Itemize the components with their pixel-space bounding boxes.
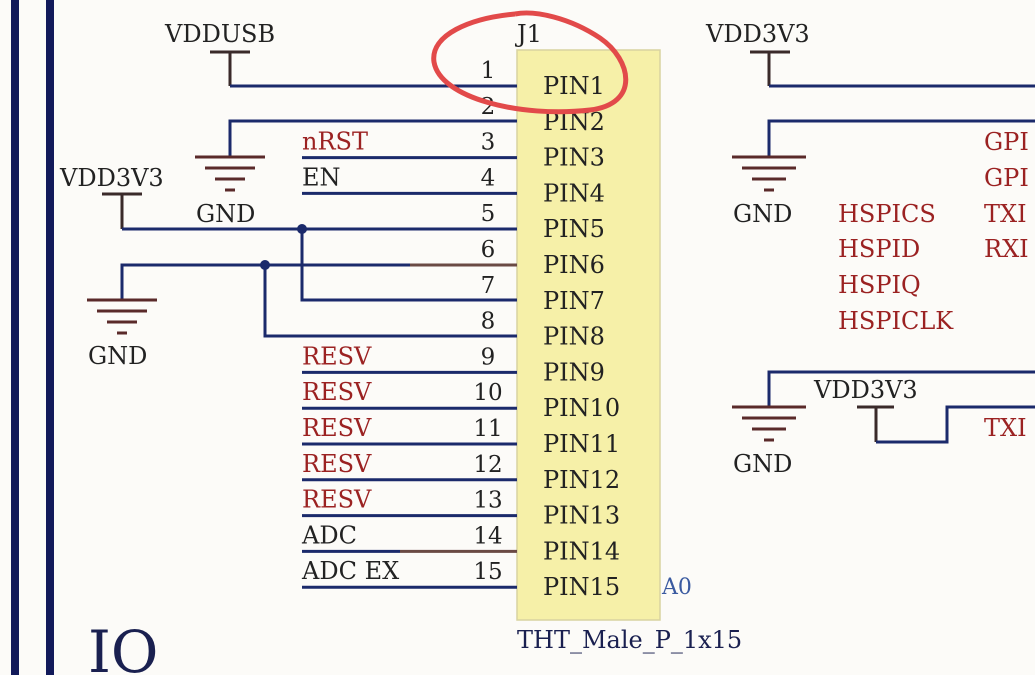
vdd3v3-right-top-power-symbol[interactable]: VDD3V3: [705, 20, 810, 86]
net-label-resv: RESV: [302, 414, 372, 442]
pin-name: PIN13: [543, 502, 620, 530]
pin-number: 15: [473, 559, 502, 585]
pin-name: PIN8: [543, 323, 605, 351]
net-label-resv: RESV: [302, 342, 372, 370]
net-label-gpio-a: GPI: [984, 128, 1029, 156]
pin-number: 10: [473, 380, 502, 406]
pin-name: PIN1: [543, 72, 605, 100]
wire-gnd-pin2[interactable]: [228, 119, 517, 156]
pin-number: 2: [481, 94, 496, 120]
sheet-title: IO: [88, 618, 158, 675]
net-label-resv: RESV: [302, 486, 372, 514]
pin-number: 9: [481, 344, 496, 370]
connector-designator: J1: [514, 20, 542, 48]
pin-name: PIN7: [543, 287, 605, 315]
net-label-resv: RESV: [302, 450, 372, 478]
wire-vdd3v3-right-bottom[interactable]: [876, 405, 1035, 444]
net-label-adc-ex: ADC EX: [301, 557, 399, 585]
wire-gnd-right[interactable]: [767, 119, 1035, 156]
vdd3v3-label: VDD3V3: [705, 20, 810, 48]
net-label-adc: ADC: [301, 521, 357, 549]
vdd3v3-left-power-symbol[interactable]: VDD3V3: [59, 164, 164, 229]
pin-name: PIN10: [543, 394, 620, 422]
junction-dot: [260, 260, 270, 270]
net-label-hspiclk: HSPICLK: [838, 307, 954, 335]
pin-number: 11: [473, 416, 502, 442]
pin-number: 4: [481, 165, 496, 191]
gnd-label: GND: [733, 200, 792, 228]
pin-name: PIN3: [543, 144, 605, 172]
pin-name: PIN15: [543, 573, 620, 601]
wire-gnd-pin8[interactable]: [263, 265, 517, 338]
pin-number: 1: [481, 58, 496, 84]
pin-number: 5: [481, 201, 496, 227]
pin-name: PIN9: [543, 358, 605, 386]
wire-gnd-right-bottom[interactable]: [767, 370, 1035, 407]
net-label-gpio-b: GPI: [984, 164, 1029, 192]
gnd-label: GND: [88, 342, 147, 370]
gnd-label: GND: [196, 200, 255, 228]
net-label-resv: RESV: [302, 378, 372, 406]
pin-name: PIN6: [543, 251, 605, 279]
pin-name: PIN4: [543, 179, 605, 207]
wire-vdd3v3-pin7[interactable]: [300, 229, 517, 302]
gnd-label: GND: [733, 450, 792, 478]
net-label-hspid: HSPID: [838, 235, 920, 263]
gnd-symbol-top[interactable]: GND: [195, 155, 265, 228]
gnd-symbol-right-top[interactable]: GND: [732, 155, 806, 228]
pin-number: 7: [481, 273, 496, 299]
net-label-txd: TXI: [984, 200, 1027, 228]
pin-number: 3: [481, 130, 496, 156]
net-label-rxd: RXI: [984, 235, 1029, 263]
pin-name: PIN11: [543, 430, 620, 458]
net-label-hspics: HSPICS: [838, 200, 936, 228]
pin-number: 12: [473, 452, 502, 478]
junction-dot: [297, 224, 307, 234]
pin-name: PIN12: [543, 466, 620, 494]
connector-footprint: THT_Male_P_1x15: [517, 626, 742, 654]
gnd-symbol-left[interactable]: GND: [87, 298, 157, 370]
net-label-nrst: nRST: [302, 128, 368, 156]
net-label-hspiq: HSPIQ: [838, 271, 921, 299]
net-label-txd-bottom: TXI: [984, 414, 1027, 442]
pin-number: 13: [473, 488, 502, 514]
connector-part-suffix: A0: [661, 575, 692, 600]
annotation-circle: [431, 10, 629, 115]
pin-name: PIN14: [543, 537, 620, 565]
net-label-en: EN: [302, 163, 341, 191]
pin-number: 14: [473, 523, 502, 549]
vdd3v3-right-bottom-power-symbol[interactable]: VDD3V3: [813, 376, 918, 442]
pin-number: 8: [481, 309, 496, 335]
wire-gnd-pin6[interactable]: [120, 263, 410, 300]
vddusb-label: VDDUSB: [164, 20, 275, 48]
pin-name: PIN5: [543, 215, 605, 243]
vddusb-power-symbol[interactable]: VDDUSB: [164, 20, 275, 86]
vdd3v3-label: VDD3V3: [59, 164, 164, 192]
pin-number: 6: [481, 237, 496, 263]
vdd3v3-label: VDD3V3: [813, 376, 918, 404]
gnd-symbol-right-bottom[interactable]: GND: [732, 405, 806, 478]
